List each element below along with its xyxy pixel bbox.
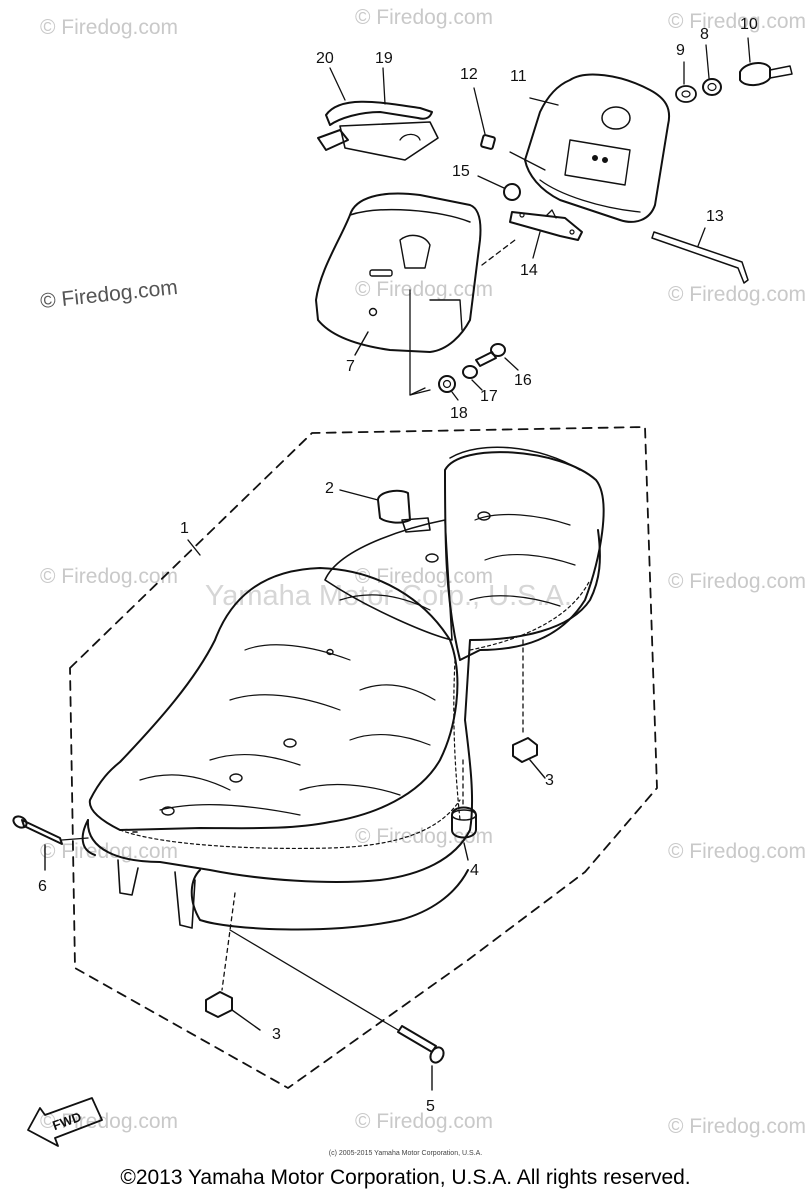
callout-part-20: 20: [316, 50, 334, 67]
callout-part-10: 10: [740, 16, 758, 33]
part-2-strap: [339, 489, 431, 533]
fwd-arrow-icon: FWD: [27, 1097, 103, 1147]
part-7-housing: [315, 192, 482, 396]
part-5-bolt: [229, 929, 445, 1091]
part-3-bracket-right: [512, 639, 546, 779]
watermark: © Firedog.com: [668, 10, 807, 33]
part-12-clip: [473, 87, 496, 150]
part-14-plate: [481, 209, 583, 266]
watermark: © Firedog.com: [40, 1110, 179, 1133]
part-15-nut: [477, 175, 521, 201]
part-16-screw: [475, 343, 519, 371]
callout-part-6: 6: [38, 878, 47, 895]
part-19-strap: [325, 67, 439, 161]
callout-part-19: 19: [375, 50, 393, 67]
watermark: © Firedog.com: [355, 6, 494, 29]
small-copyright: (c) 2005-2015 Yamaha Motor Corporation, …: [328, 1150, 483, 1157]
callout-part-16: 16: [514, 372, 532, 389]
callout-part-15: 15: [452, 163, 470, 180]
part-11-cover: [509, 73, 670, 223]
part-9-washer: [675, 61, 697, 103]
footer-copyright: ©2013 Yamaha Motor Corporation, U.S.A. A…: [120, 1166, 691, 1189]
part-10-lock: [739, 37, 793, 86]
callout-part-12: 12: [460, 66, 478, 83]
part-3-bracket-bottom: [205, 892, 261, 1031]
watermark: © Firedog.com: [40, 16, 179, 39]
callout-part-1: 1: [180, 520, 189, 537]
watermark: © Firedog.com: [355, 825, 494, 848]
watermark: © Firedog.com: [668, 283, 807, 306]
callout-part-4: 4: [470, 862, 479, 879]
callout-part-9: 9: [676, 42, 685, 59]
callout-part-13: 13: [706, 208, 724, 225]
part-1-leader: [187, 539, 201, 556]
watermark: © Firedog.com: [355, 1110, 494, 1133]
part-8-nut: [702, 44, 722, 96]
callout-part-17: 17: [480, 388, 498, 405]
part-18-washer: [409, 375, 459, 401]
watermark: © Firedog.com: [668, 570, 807, 593]
part-4-damper: [451, 759, 477, 861]
callout-part-8: 8: [700, 26, 709, 43]
callout-part-3: 3: [272, 1026, 281, 1043]
callout-part-2: 2: [325, 480, 334, 497]
watermark: © Firedog.com: [668, 1115, 807, 1138]
callout-part-11: 11: [510, 68, 527, 85]
callout-part-3: 3: [545, 772, 554, 789]
callout-part-5: 5: [426, 1098, 435, 1115]
part-20-clamp: [317, 67, 349, 151]
callout-part-7: 7: [346, 358, 355, 375]
part-17-nut: [462, 365, 483, 391]
watermark: © Firedog.com: [668, 840, 807, 863]
watermark: © Firedog.com: [355, 565, 494, 588]
watermark: © Firedog.com: [40, 565, 179, 588]
part-6-bolt: [12, 815, 89, 871]
watermark: © Firedog.com: [355, 278, 494, 301]
seat-assembly: [81, 446, 605, 931]
callout-part-14: 14: [520, 262, 538, 279]
callout-part-18: 18: [450, 405, 468, 422]
part-13-rod: [651, 227, 749, 284]
watermark: © Firedog.com: [40, 840, 179, 863]
assembly-boundary: [69, 426, 658, 1089]
